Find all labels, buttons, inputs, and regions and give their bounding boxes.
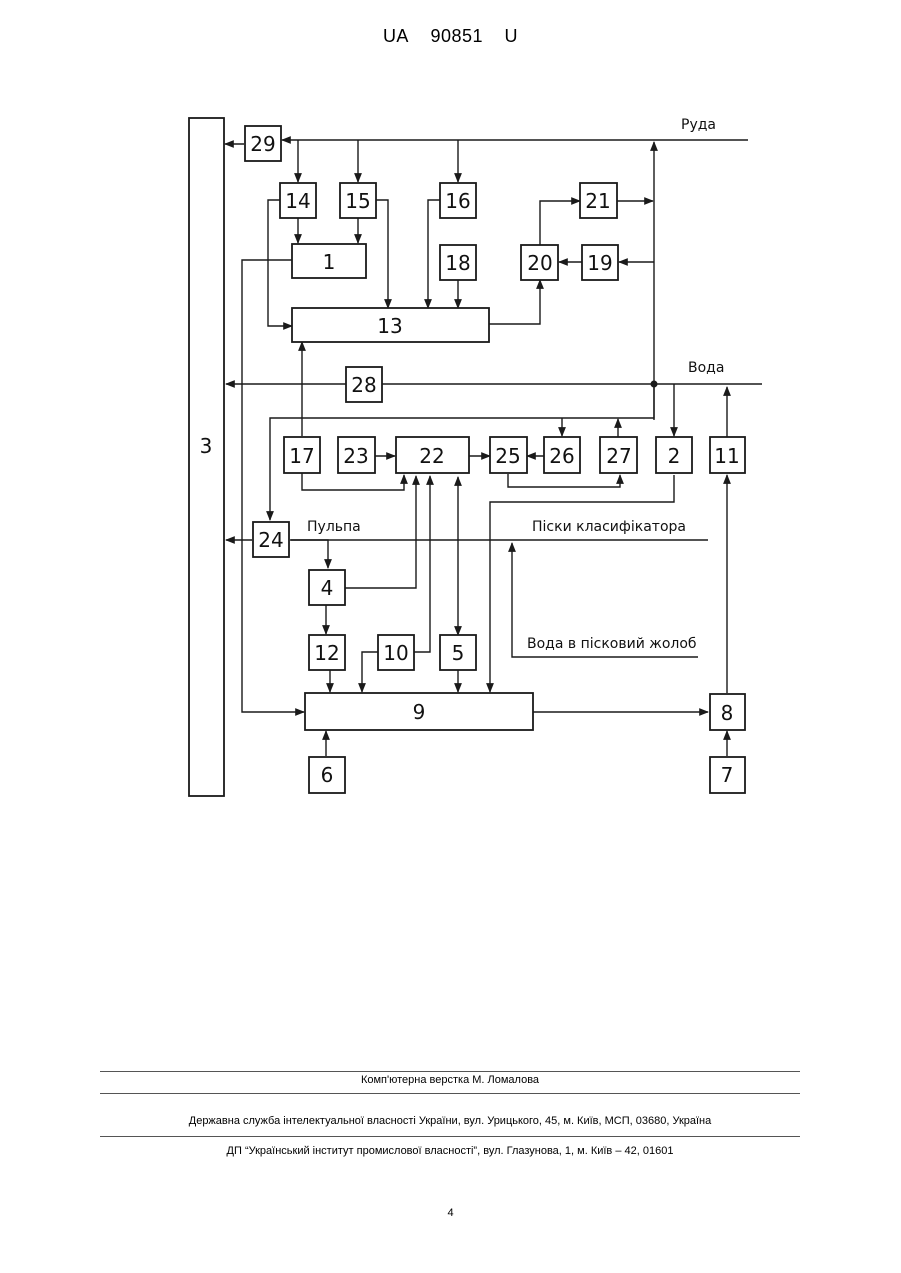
- svg-text:28: 28: [351, 373, 376, 397]
- agency-address: Державна служба інтелектуальної власност…: [100, 1115, 800, 1127]
- block-22: 22: [396, 437, 469, 473]
- block-14: 14: [280, 183, 316, 218]
- svg-text:2: 2: [668, 444, 681, 468]
- block-17: 17: [284, 437, 320, 473]
- water-label: Вода: [688, 360, 724, 376]
- classifier-sands-label: Піски класифікатора: [532, 519, 686, 535]
- block-4: 4: [309, 570, 345, 605]
- block-3: 3: [189, 118, 224, 796]
- block-28: 28: [346, 367, 382, 402]
- svg-text:27: 27: [606, 444, 631, 468]
- block-9: 9: [305, 693, 533, 730]
- block-21: 21: [580, 183, 617, 218]
- block-16: 16: [440, 183, 476, 218]
- block-8: 8: [710, 694, 745, 730]
- block-12: 12: [309, 635, 345, 670]
- svg-text:12: 12: [314, 641, 339, 665]
- block-5: 5: [440, 635, 476, 670]
- svg-text:14: 14: [285, 189, 310, 213]
- block-27: 27: [600, 437, 637, 473]
- svg-text:29: 29: [250, 132, 275, 156]
- svg-text:1: 1: [323, 250, 336, 274]
- svg-text:16: 16: [445, 189, 470, 213]
- block-10: 10: [378, 635, 414, 670]
- svg-text:19: 19: [587, 251, 612, 275]
- svg-text:23: 23: [343, 444, 368, 468]
- block-26: 26: [544, 437, 580, 473]
- block-6: 6: [309, 757, 345, 793]
- ore-label: Руда: [681, 117, 716, 133]
- svg-text:6: 6: [321, 763, 334, 787]
- svg-text:5: 5: [452, 641, 465, 665]
- pulp-label: Пульпа: [307, 519, 361, 535]
- svg-text:17: 17: [289, 444, 314, 468]
- block-19: 19: [582, 245, 618, 280]
- block-18: 18: [440, 245, 476, 280]
- svg-text:22: 22: [419, 444, 444, 468]
- svg-text:13: 13: [377, 314, 402, 338]
- block-25: 25: [490, 437, 527, 473]
- block-7: 7: [710, 757, 745, 793]
- svg-text:4: 4: [321, 576, 334, 600]
- institute-address: ДП “Український інститут промислової вла…: [100, 1145, 800, 1157]
- svg-text:25: 25: [495, 444, 520, 468]
- block-13: 13: [292, 308, 489, 342]
- svg-text:11: 11: [714, 444, 739, 468]
- page-number: 4: [0, 1207, 901, 1219]
- block-20: 20: [521, 245, 558, 280]
- block-29: 29: [245, 126, 281, 161]
- block-1: 1: [292, 244, 366, 278]
- svg-text:15: 15: [345, 189, 370, 213]
- typesetting-credit: Комп'ютерна верстка М. Ломалова: [100, 1074, 800, 1086]
- svg-text:8: 8: [721, 701, 734, 725]
- svg-text:21: 21: [585, 189, 610, 213]
- block-11: 11: [710, 437, 745, 473]
- svg-text:20: 20: [527, 251, 552, 275]
- svg-text:18: 18: [445, 251, 470, 275]
- svg-text:7: 7: [721, 763, 734, 787]
- block-2: 2: [656, 437, 692, 473]
- block-15: 15: [340, 183, 376, 218]
- block-24: 24: [253, 522, 289, 557]
- svg-text:24: 24: [258, 528, 283, 552]
- footer-rule-middle: [100, 1093, 800, 1094]
- block-23: 23: [338, 437, 375, 473]
- footer-rule-top: [100, 1071, 800, 1072]
- sand-chute-water-label: Вода в пісковий жолоб: [527, 636, 697, 652]
- svg-text:9: 9: [413, 700, 426, 724]
- svg-text:26: 26: [549, 444, 574, 468]
- footer-rule-bottom: [100, 1136, 800, 1137]
- svg-text:3: 3: [200, 434, 213, 458]
- svg-text:10: 10: [383, 641, 408, 665]
